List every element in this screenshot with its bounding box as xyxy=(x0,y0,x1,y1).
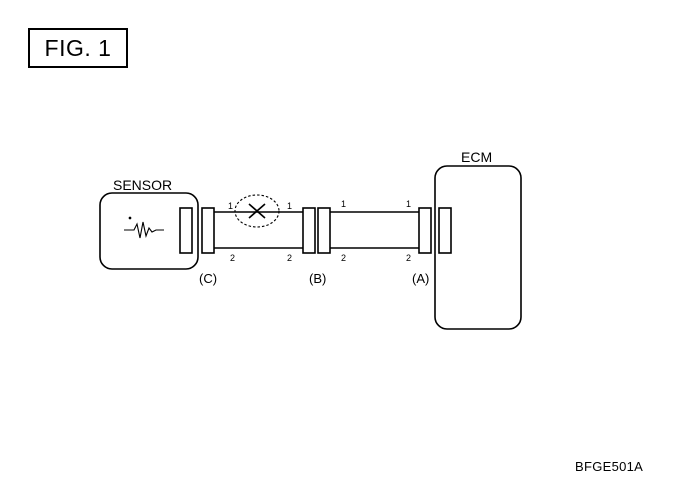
pin-label: 2 xyxy=(287,253,292,263)
pin-label: 2 xyxy=(341,253,346,263)
connector-b-label: (B) xyxy=(309,271,326,286)
connector-c xyxy=(201,207,215,254)
open-circuit-x-icon xyxy=(234,194,280,228)
connector-a xyxy=(418,207,432,254)
sensor-label: SENSOR xyxy=(113,177,172,193)
sensor-box xyxy=(99,192,199,270)
pin-label: 1 xyxy=(228,201,233,211)
pin-label: 1 xyxy=(341,199,346,209)
pin-label: 1 xyxy=(406,199,411,209)
pin-label: 2 xyxy=(406,253,411,263)
connector-a-label: (A) xyxy=(412,271,429,286)
sensor-connector xyxy=(179,207,193,254)
ecm-label: ECM xyxy=(461,149,492,165)
connector-b-left xyxy=(302,207,316,254)
connector-b-right xyxy=(317,207,331,254)
figure-code: BFGE501A xyxy=(575,459,644,474)
figure-title: FIG. 1 xyxy=(28,28,128,68)
ecm-box xyxy=(434,165,522,330)
ecm-connector xyxy=(438,207,452,254)
pin-label: 1 xyxy=(287,201,292,211)
connector-c-label: (C) xyxy=(199,271,217,286)
sensor-waveform-icon xyxy=(124,216,164,239)
pin-label: 2 xyxy=(230,253,235,263)
